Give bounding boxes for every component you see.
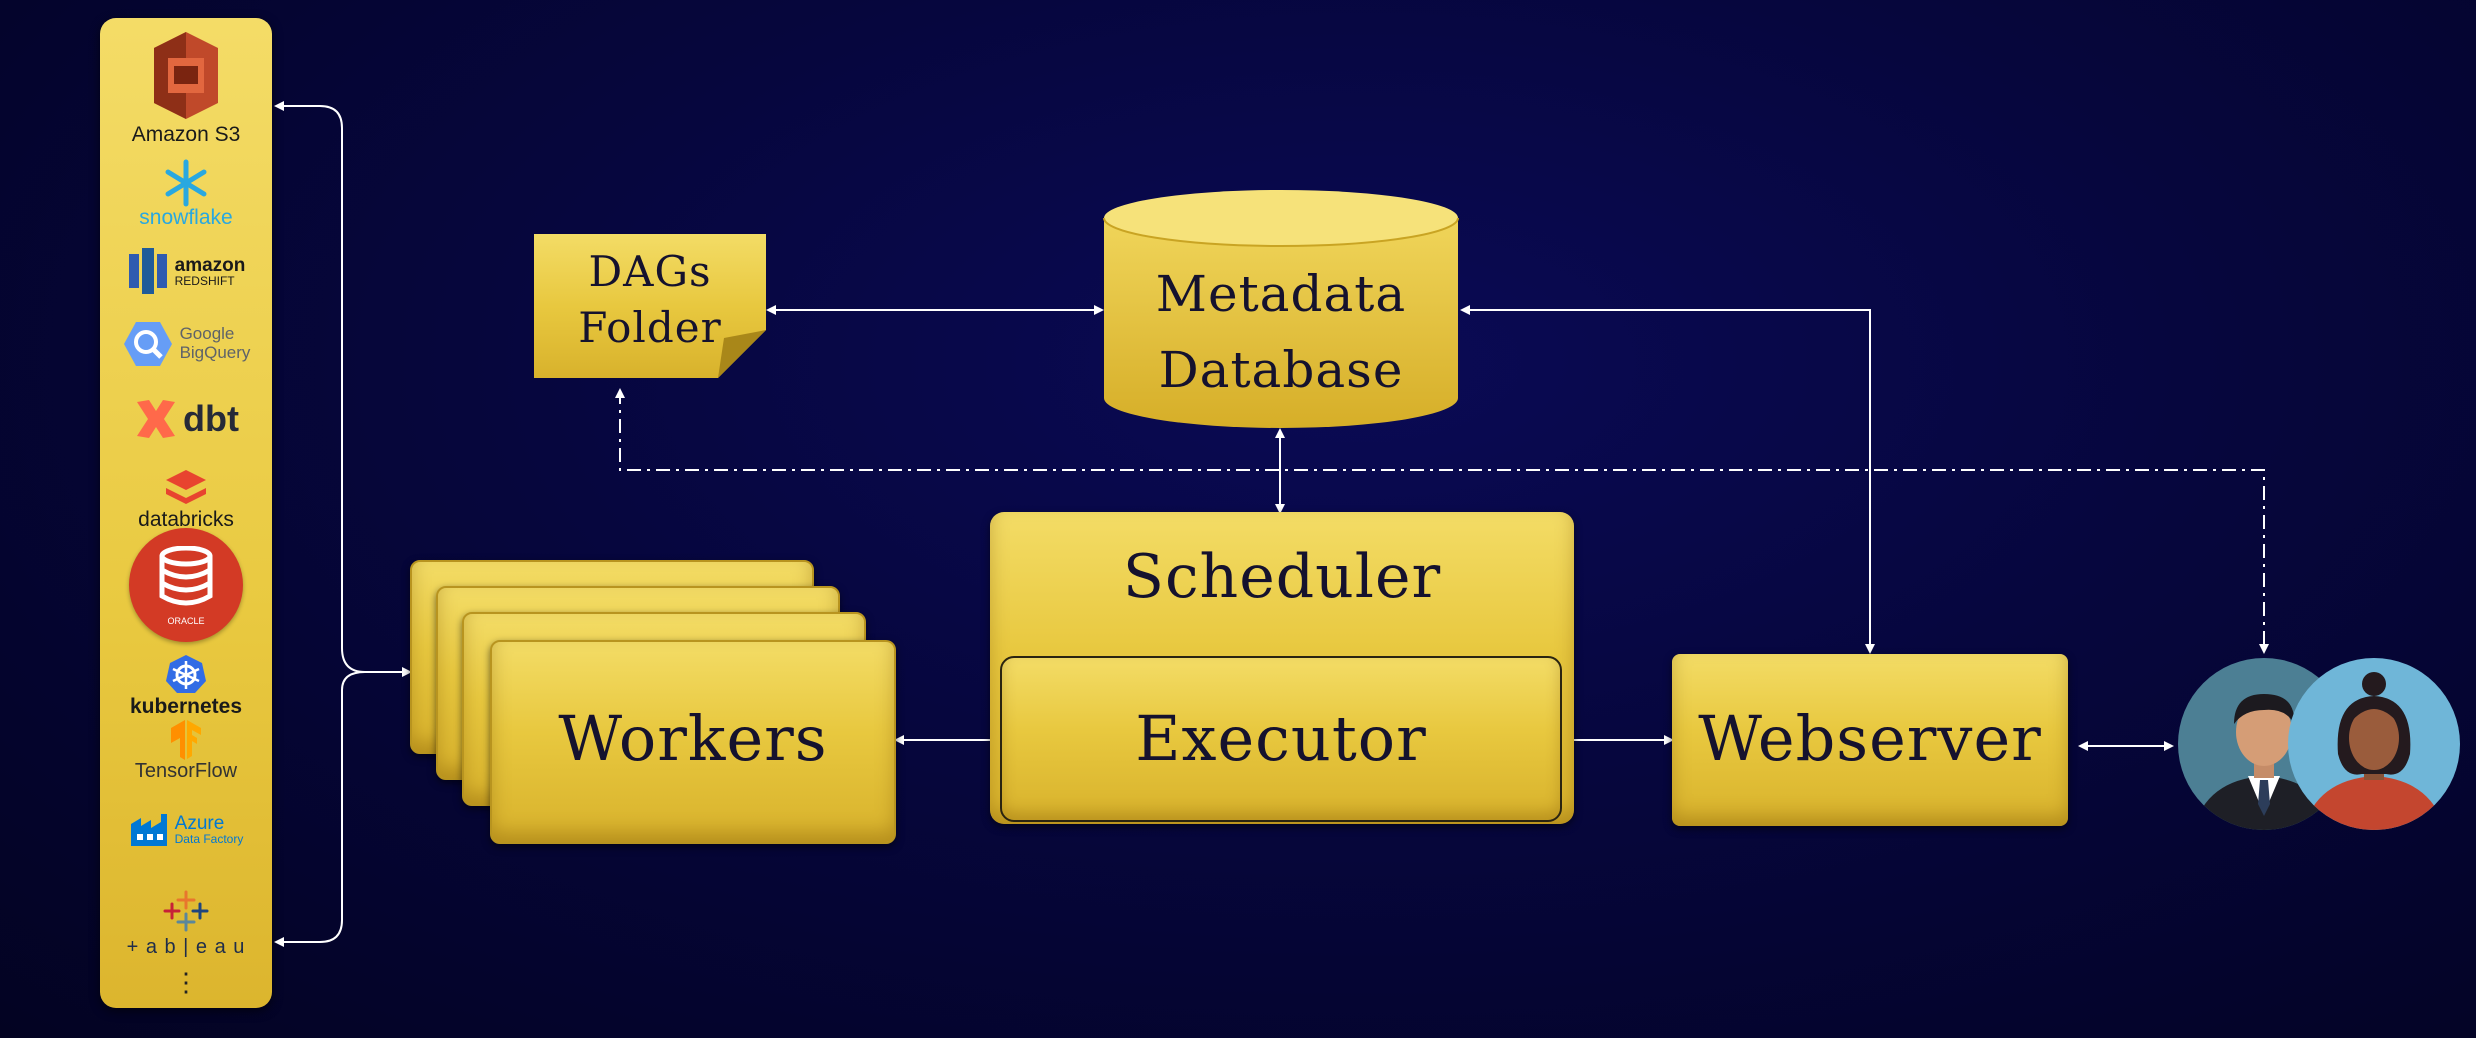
database-cylinder-shape bbox=[1103, 190, 1459, 428]
dags-folder-box: DAGs Folder bbox=[534, 234, 766, 378]
webserver-label: Webserver bbox=[1698, 702, 2042, 775]
redshift-icon bbox=[128, 248, 167, 294]
metadata-database-box: Metadata Database bbox=[1102, 188, 1460, 430]
amazon-s3-label: Amazon S3 bbox=[131, 123, 241, 146]
executor-label: Executor bbox=[1135, 702, 1427, 775]
azure-data-factory-logo: Azure Data Factory bbox=[100, 810, 272, 852]
data-factory-label: Data Factory bbox=[174, 831, 244, 846]
metadata-database-label: Metadata Database bbox=[1155, 265, 1407, 399]
amazon-s3-logo: Amazon S3 bbox=[100, 28, 272, 147]
workers-box: Workers bbox=[490, 640, 896, 844]
bigquery-icon bbox=[123, 322, 172, 366]
sidebar-bracket-to-workers bbox=[341, 647, 412, 677]
tensorflow-logo: TensorFlow bbox=[100, 720, 272, 783]
dags-users-dashdot-line bbox=[615, 388, 2269, 654]
dbt-logo: dbt bbox=[100, 396, 272, 446]
users-avatars bbox=[2174, 654, 2464, 834]
scheduler-box: Scheduler Executor bbox=[990, 512, 1574, 824]
executor-box: Executor bbox=[1000, 656, 1562, 822]
workers-label: Workers bbox=[558, 702, 828, 775]
scheduler-label: Scheduler bbox=[1122, 542, 1442, 612]
snowflake-label: snowflake bbox=[139, 206, 233, 229]
more-tools-ellipsis: ⋮ bbox=[173, 968, 199, 998]
azure-data-factory-icon bbox=[130, 814, 167, 846]
bigquery-label-google: Google bbox=[179, 324, 235, 344]
database-icon bbox=[159, 546, 213, 606]
sidebar-bracket-bottom bbox=[274, 690, 343, 947]
dbt-label: dbt bbox=[183, 398, 239, 439]
databricks-logo: databricks bbox=[100, 468, 272, 532]
webserver-box: Webserver bbox=[1672, 654, 2068, 826]
kubernetes-label: kubernetes bbox=[129, 695, 243, 718]
redshift-label: REDSHIFT bbox=[174, 273, 235, 288]
snowflake-icon bbox=[165, 159, 207, 207]
redshift-logo: amazon REDSHIFT bbox=[100, 246, 272, 300]
dbt-icon bbox=[137, 400, 176, 438]
databricks-icon bbox=[166, 470, 206, 504]
tableau-label: + a b | e a u bbox=[126, 936, 246, 958]
oracle-logo: ORACLE bbox=[100, 528, 272, 642]
tools-sidebar: Amazon S3 snowflake amazon REDSHIFT bbox=[100, 18, 272, 1008]
databricks-label: databricks bbox=[138, 508, 234, 531]
snowflake-logo: snowflake bbox=[100, 158, 272, 230]
tableau-logo: + a b | e a u bbox=[100, 888, 272, 959]
tensorflow-label: TensorFlow bbox=[134, 760, 238, 782]
bigquery-label: BigQuery bbox=[179, 343, 251, 362]
tableau-icon bbox=[163, 890, 209, 932]
bigquery-logo: Google BigQuery bbox=[100, 318, 272, 374]
dags-folder-shape bbox=[534, 234, 766, 378]
redshift-label-amazon: amazon bbox=[174, 254, 246, 276]
tensorflow-icon bbox=[171, 720, 201, 760]
amazon-s3-icon bbox=[154, 32, 218, 119]
sidebar-bracket-top bbox=[274, 101, 343, 648]
oracle-label: ORACLE bbox=[167, 616, 205, 626]
azure-label: Azure bbox=[174, 812, 225, 834]
kubernetes-icon bbox=[166, 655, 206, 693]
kubernetes-logo: kubernetes bbox=[100, 653, 272, 719]
dags-folder-label: DAGs Folder bbox=[578, 247, 722, 352]
users-icon bbox=[2178, 658, 2460, 830]
